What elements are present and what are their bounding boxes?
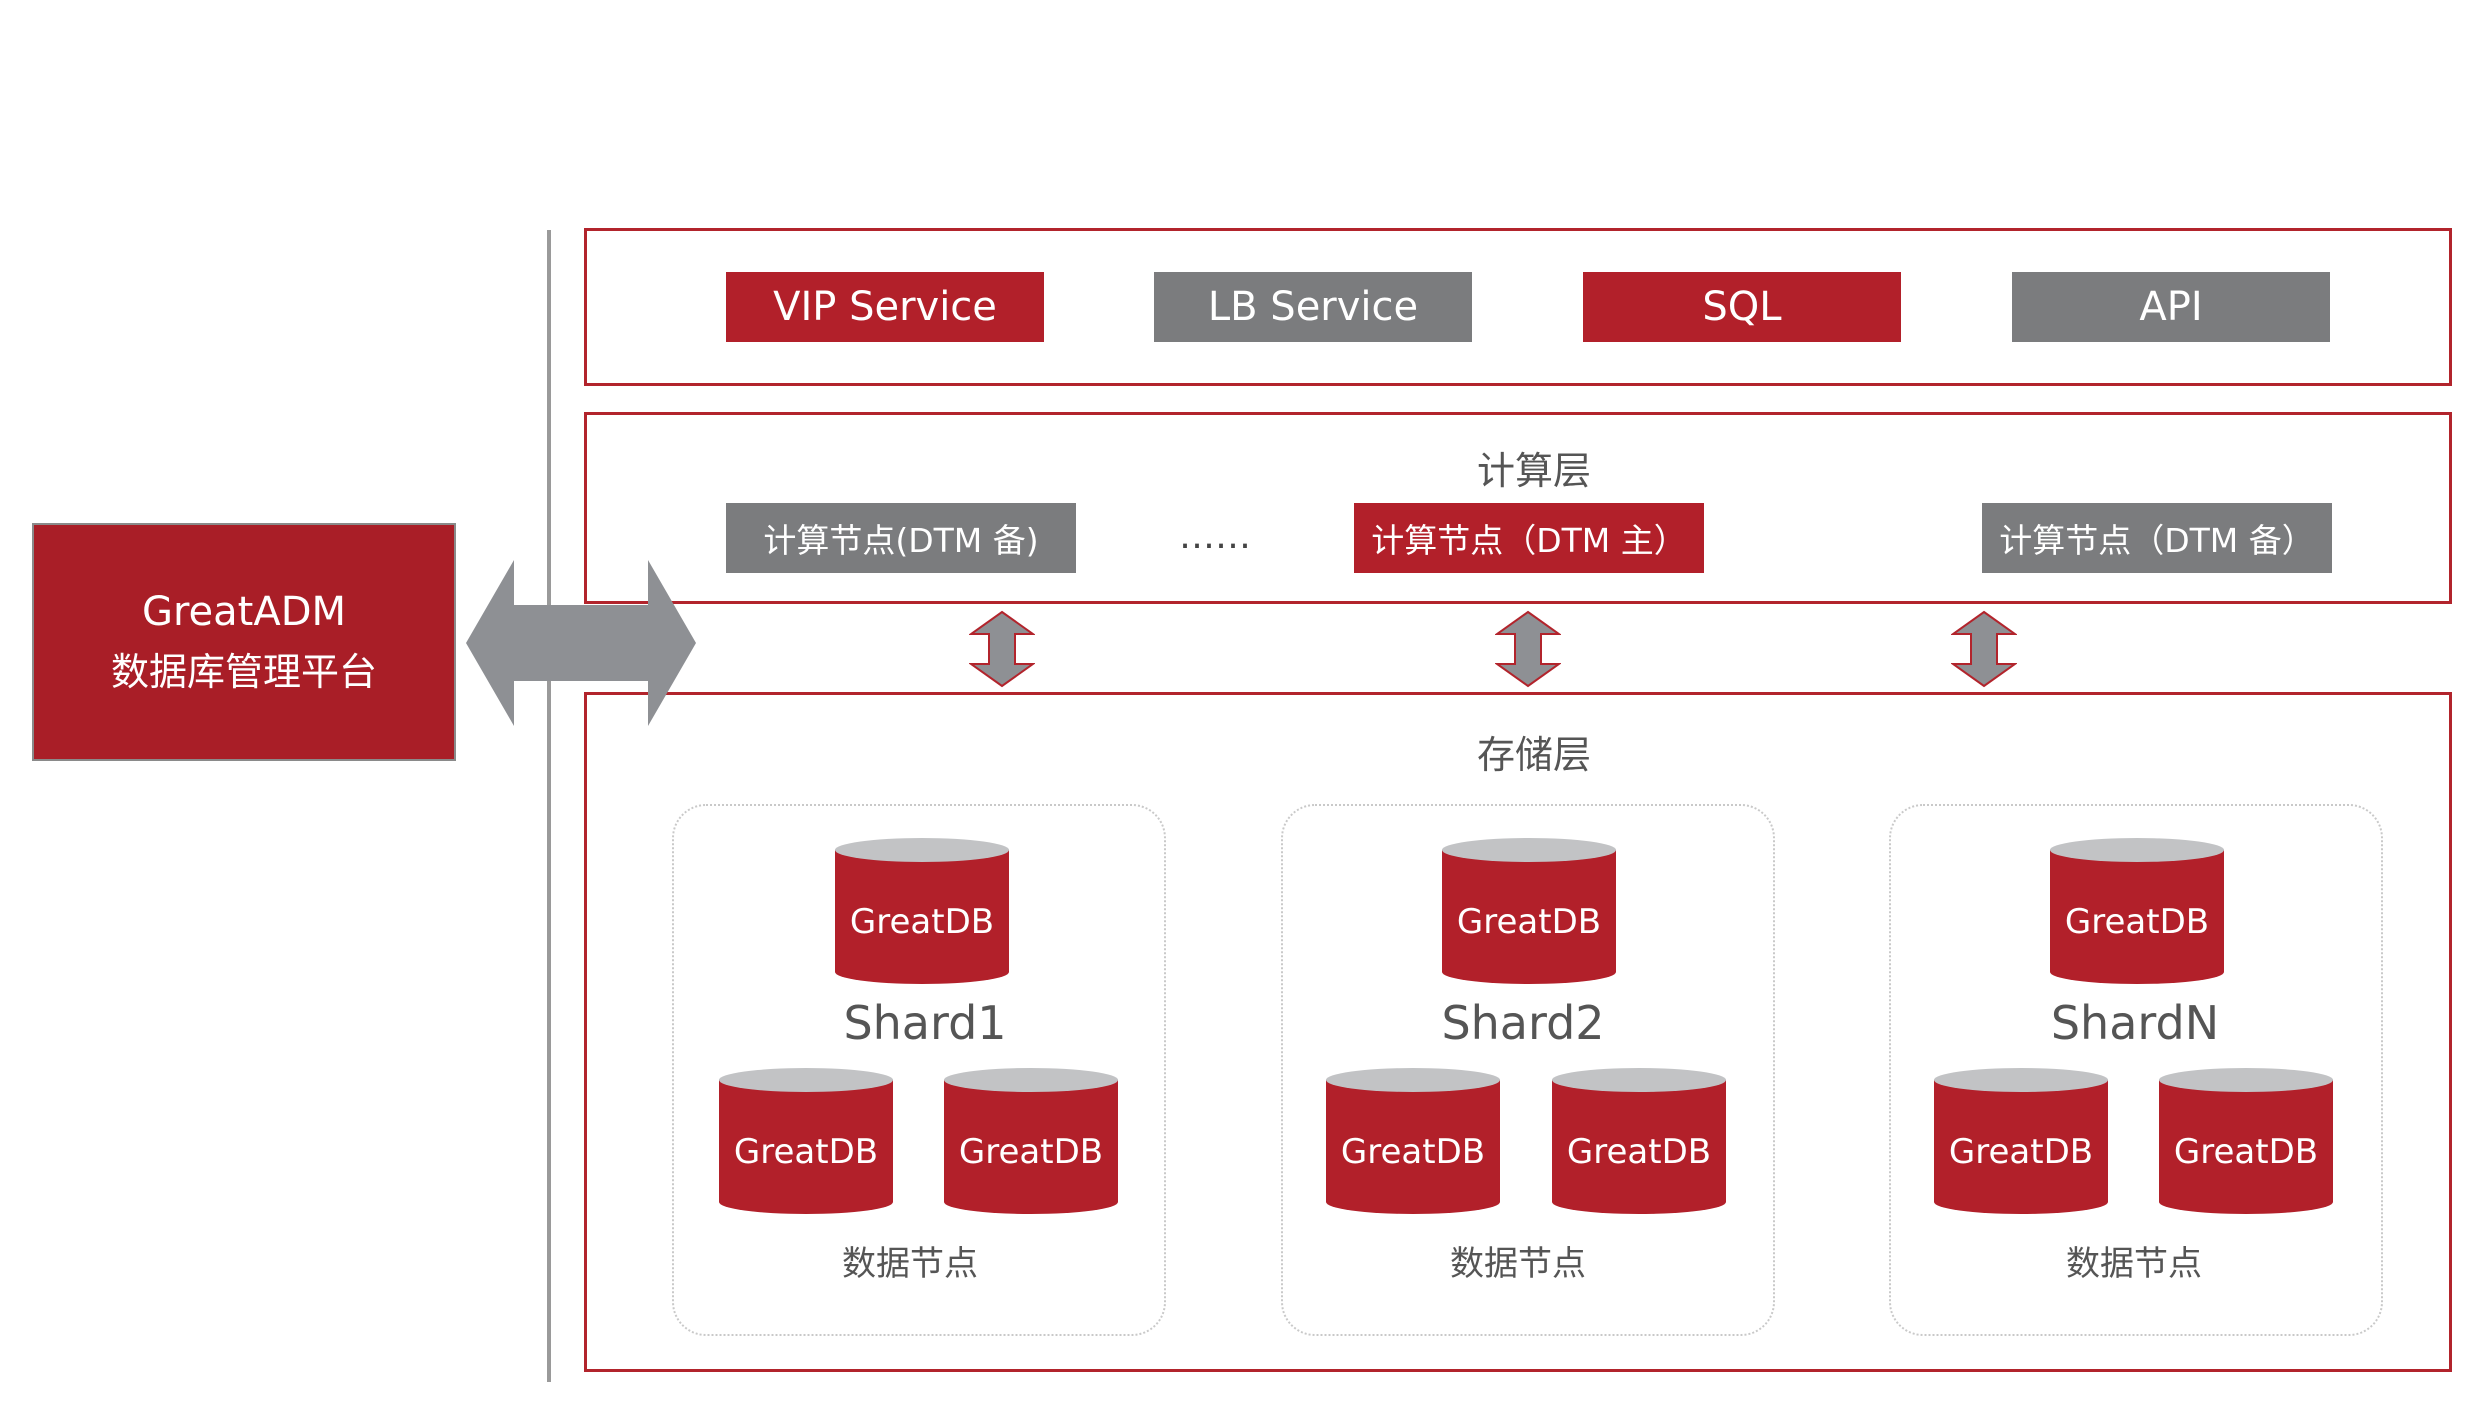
database-icon (1934, 1068, 2108, 1214)
database-cylinder: GreatDB (835, 838, 1009, 986)
compute-node-label: 计算节点（DTM 主） (1371, 521, 1687, 560)
shard-group-2 (1281, 804, 1775, 1336)
database-label: GreatDB (733, 1132, 879, 1172)
data-nodes-label: 数据节点 (2066, 1244, 2202, 1284)
storage-layer-title: 存储层 (1476, 733, 1591, 777)
database-icon (1552, 1068, 1726, 1214)
sql-box: SQL (1583, 272, 1901, 342)
platform-name: GreatADM (141, 589, 347, 635)
shard-group-1 (672, 804, 1166, 1336)
compute-node-standby-2: 计算节点（DTM 备） (1982, 503, 2332, 573)
database-icon (2159, 1068, 2333, 1214)
database-icon (719, 1068, 893, 1214)
shard-name: ShardN (2050, 996, 2220, 1050)
compute-node-standby-1: 计算节点(DTM 备) (726, 503, 1076, 573)
greatadm-platform-box: GreatADM 数据库管理平台 (32, 523, 456, 761)
api-box: API (2012, 272, 2330, 342)
database-icon (835, 838, 1009, 984)
database-cylinder: GreatDB (1442, 838, 1616, 986)
database-cylinder: GreatDB (944, 1068, 1118, 1216)
vip-service-box: VIP Service (726, 272, 1044, 342)
vip-service-label: VIP Service (773, 284, 997, 330)
vertical-divider (547, 230, 551, 1382)
lb-service-box: LB Service (1154, 272, 1472, 342)
database-icon (1442, 838, 1616, 984)
database-label: GreatDB (2173, 1132, 2319, 1172)
database-label: GreatDB (1340, 1132, 1486, 1172)
database-cylinder: GreatDB (1934, 1068, 2108, 1216)
bidirectional-arrow-icon (466, 560, 696, 726)
database-label: GreatDB (1566, 1132, 1712, 1172)
shard-name: Shard2 (1441, 996, 1605, 1050)
vertical-arrow-icon (1495, 610, 1561, 688)
sql-label: SQL (1702, 284, 1782, 330)
database-icon (944, 1068, 1118, 1214)
compute-node-label: 计算节点（DTM 备） (1999, 521, 2315, 560)
database-label: GreatDB (849, 902, 995, 942)
database-icon (2050, 838, 2224, 984)
database-cylinder: GreatDB (2159, 1068, 2333, 1216)
compute-layer-title: 计算层 (1476, 449, 1591, 493)
database-label: GreatDB (1456, 902, 1602, 942)
shard-name: Shard1 (843, 996, 1007, 1050)
compute-node-label: 计算节点(DTM 备) (763, 521, 1039, 560)
database-cylinder: GreatDB (1552, 1068, 1726, 1216)
database-cylinder: GreatDB (2050, 838, 2224, 986)
compute-node-primary: 计算节点（DTM 主） (1354, 503, 1704, 573)
api-label: API (2139, 284, 2203, 330)
database-icon (1326, 1068, 1500, 1214)
database-cylinder: GreatDB (719, 1068, 893, 1216)
database-label: GreatDB (958, 1132, 1104, 1172)
vertical-arrow-icon (969, 610, 1035, 688)
vertical-arrow-icon (1951, 610, 2017, 688)
platform-subtitle: 数据库管理平台 (110, 650, 377, 694)
data-nodes-label: 数据节点 (1450, 1244, 1586, 1284)
lb-service-label: LB Service (1207, 284, 1419, 330)
ellipsis: …… (1179, 516, 1251, 557)
database-label: GreatDB (1948, 1132, 2094, 1172)
database-cylinder: GreatDB (1326, 1068, 1500, 1216)
data-nodes-label: 数据节点 (842, 1244, 978, 1284)
database-label: GreatDB (2064, 902, 2210, 942)
shard-group-n (1889, 804, 2383, 1336)
